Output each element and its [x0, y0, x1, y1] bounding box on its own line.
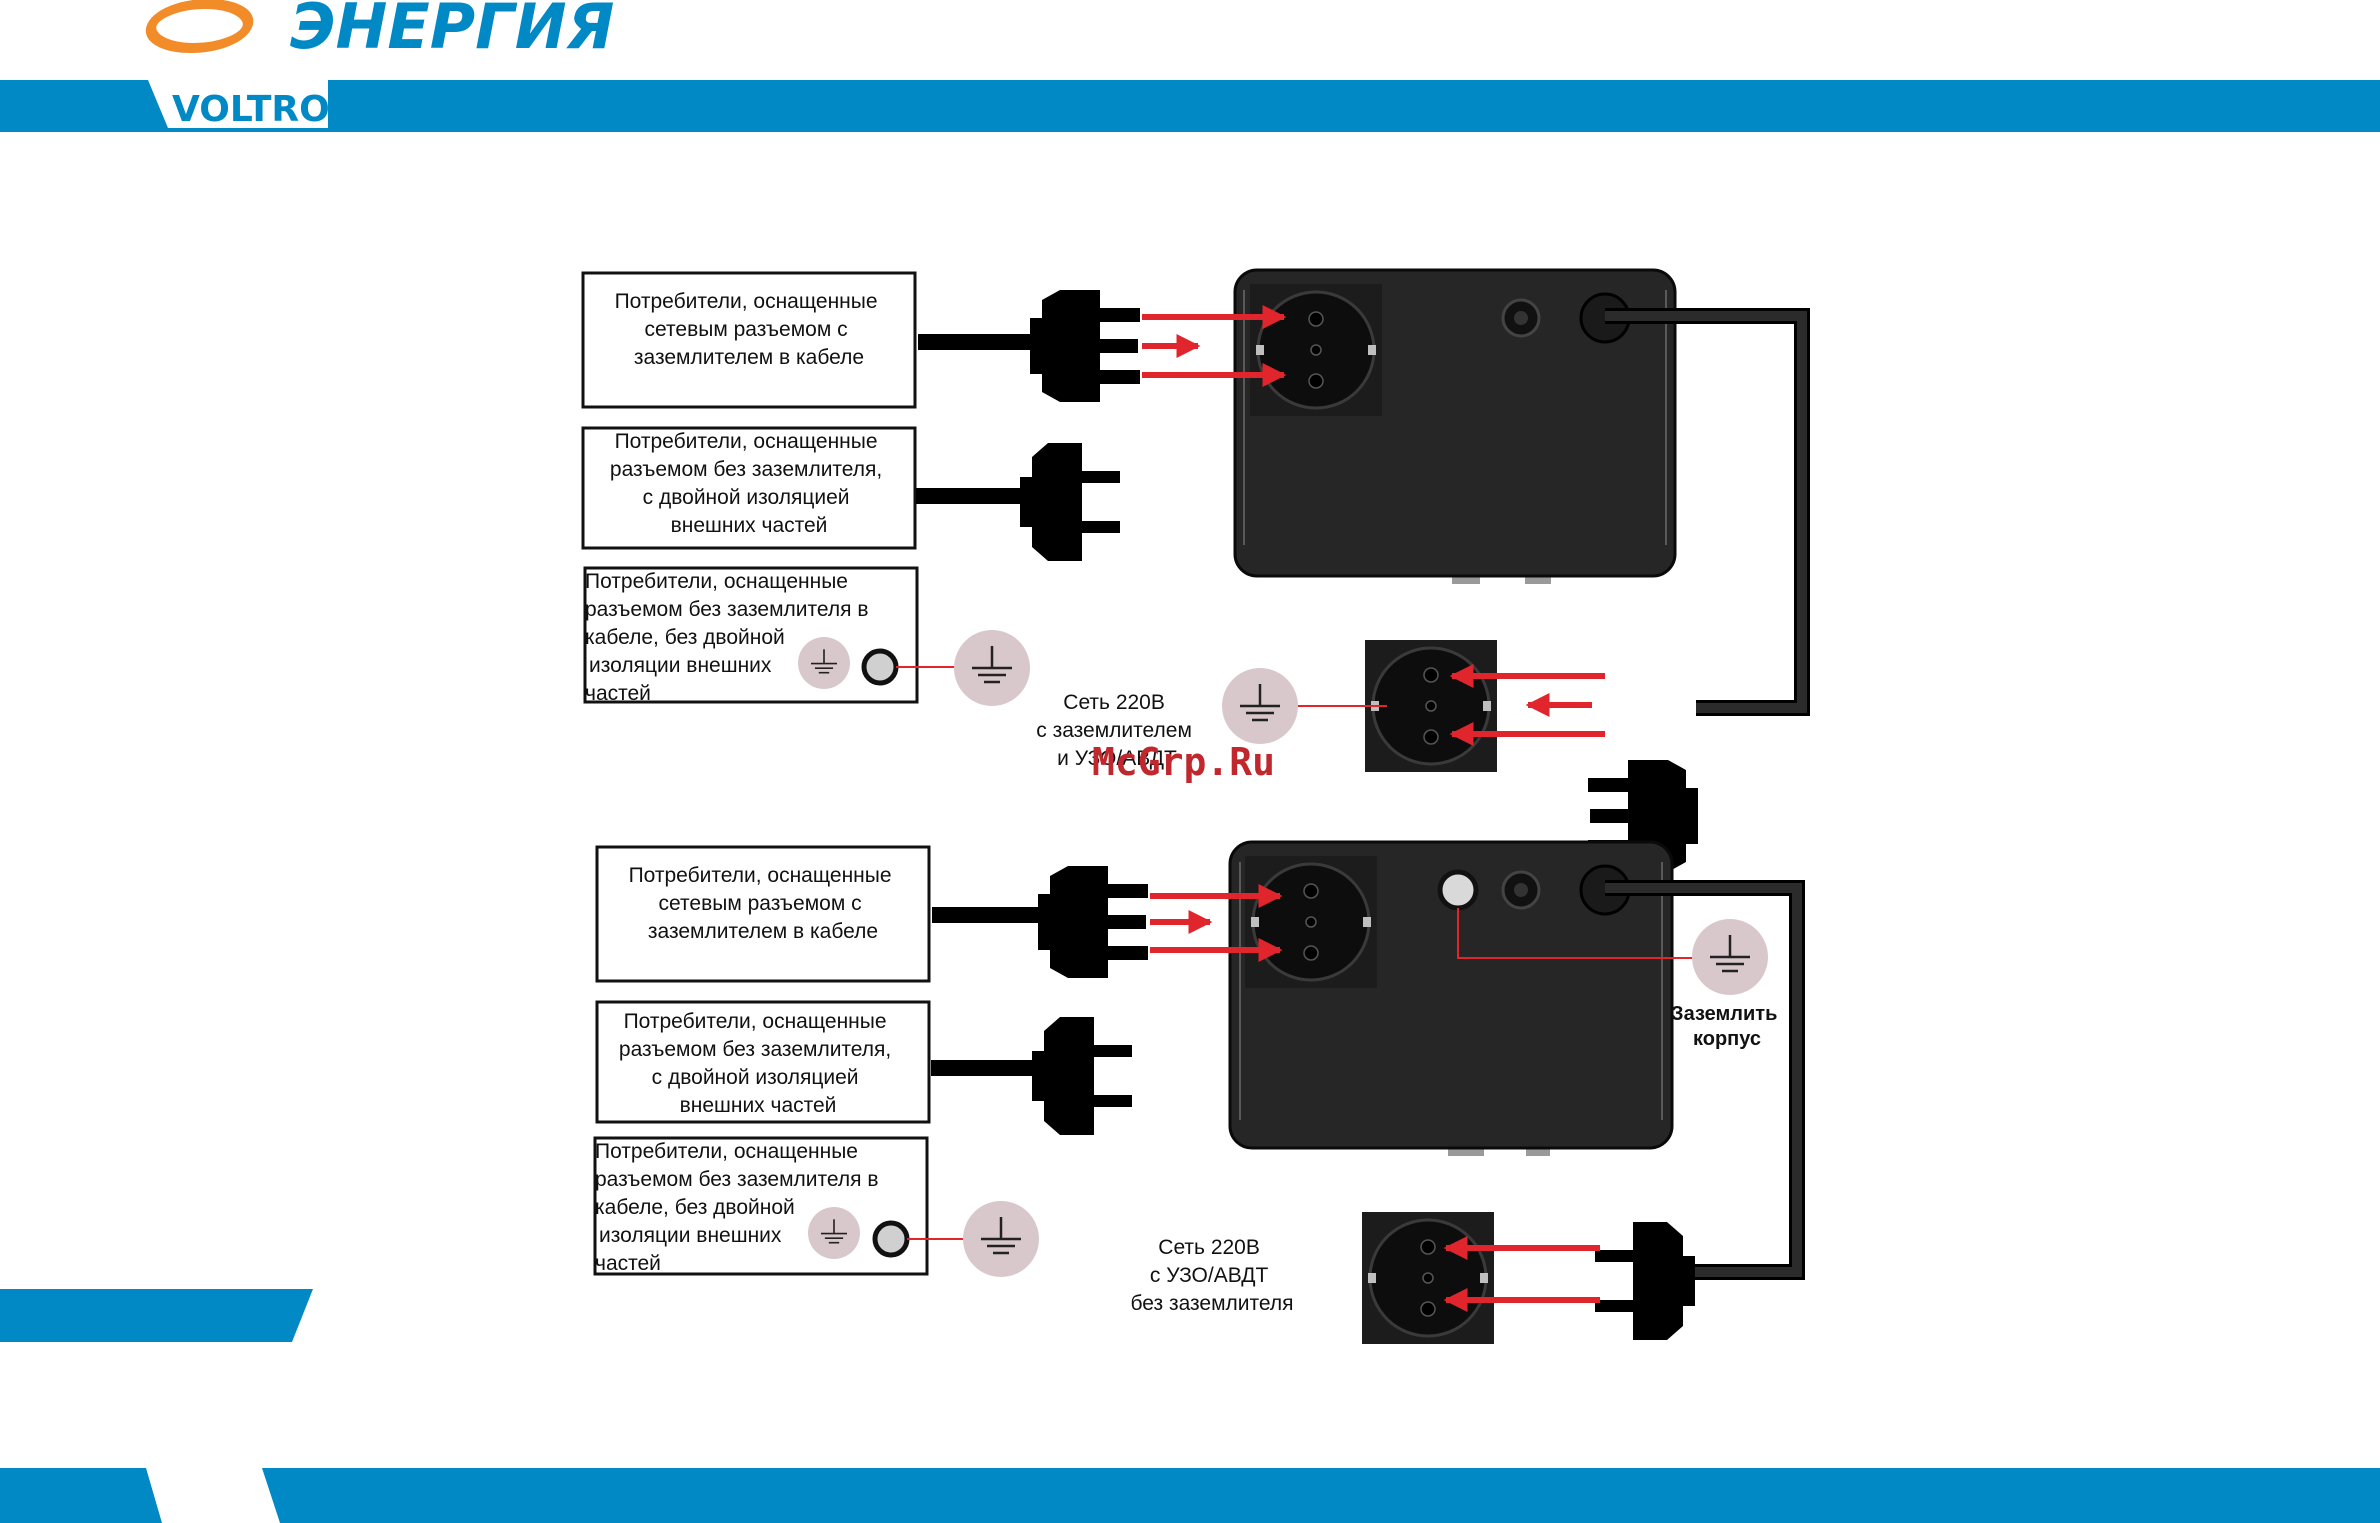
mains-socket-bottom: [1360, 1210, 1496, 1346]
grounded-plug-icon: [1038, 866, 1148, 978]
mains-label-top: Сеть 220В с заземлителем и УЗО/АВДТ: [1036, 691, 1197, 770]
consumer-cable: [932, 907, 1042, 923]
footer-blue-band-left: [0, 1468, 162, 1523]
header-sub-brand-tab: [148, 80, 328, 128]
stabilizer-device-top: [1233, 268, 1677, 584]
consumer-box-grounded-plug: [581, 271, 917, 409]
consumer-label-grounded-plug: Потребители, оснащенные сетевым разъемом…: [615, 290, 884, 369]
device-ground-terminal: [1437, 869, 1479, 911]
two-pin-plug-icon: [1032, 1017, 1132, 1135]
side-blue-band: [0, 1289, 313, 1342]
consumer-cable: [931, 1060, 1039, 1076]
consumer-cable: [918, 334, 1036, 350]
ground-terminal-icon: [872, 1220, 910, 1258]
consumer-box-grounded-plug: [595, 845, 931, 983]
device-mains-plug: [1595, 1222, 1695, 1340]
header-logo: ЭНЕРГИЯ: [145, 0, 614, 63]
watermark: McGrp.Ru: [1092, 740, 1275, 784]
consumer-box-double-insulation: [581, 426, 917, 550]
grounded-plug-icon: [1030, 290, 1140, 402]
device-output-socket: [1243, 854, 1379, 990]
ground-case-label: Заземлить корпус: [1671, 1003, 1783, 1050]
diagram-bottom: Заземлить корпус Сеть 220В с УЗО/АВДТ бе…: [593, 840, 1805, 1346]
mains-label-bottom: Сеть 220В с УЗО/АВДТ без заземлителя: [1130, 1236, 1293, 1315]
consumer-label-no-ground: Потребители, оснащенные разъемом без заз…: [585, 570, 874, 705]
diagram-top: Сеть 220В с заземлителем и УЗО/АВДТ Потр…: [581, 268, 1810, 872]
header-blue-band: [0, 80, 2380, 132]
consumer-label-grounded-plug: Потребители, оснащенные сетевым разъемом…: [629, 864, 898, 943]
footer-blue-band-right: [262, 1468, 2380, 1523]
consumer-box-double-insulation: [595, 1000, 931, 1124]
ground-terminal-icon: [861, 648, 899, 686]
consumer-box-no-ground: [583, 566, 919, 704]
consumer-label-double-insulation: Потребители, оснащенные разъемом без заз…: [610, 430, 888, 537]
logo-swoosh-icon: [145, 0, 254, 53]
logo-brand-name: ЭНЕРГИЯ: [290, 0, 614, 63]
consumer-label-double-insulation: Потребители, оснащенные разъемом без заз…: [619, 1010, 897, 1117]
consumer-label-no-ground: Потребители, оснащенные разъемом без заз…: [595, 1140, 884, 1275]
consumer-cable: [916, 488, 1028, 504]
device-output-socket: [1248, 282, 1384, 418]
consumer-box-no-ground: [593, 1136, 929, 1276]
two-pin-plug-icon: [1020, 443, 1120, 561]
logo-sub-brand: VOLTRON: [172, 89, 360, 130]
